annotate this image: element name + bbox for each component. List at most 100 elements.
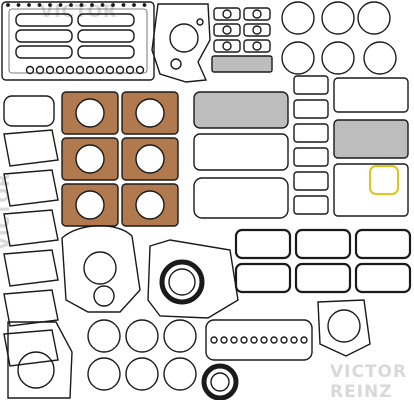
seal-ring: [85, 65, 95, 75]
valve-cover-gasket-group: [15, 13, 135, 59]
cover-plate-gasket: [193, 133, 289, 171]
flange-gasket: [293, 195, 329, 215]
bolt-hole: [27, 3, 31, 7]
rocker-cover-gasket: [3, 289, 59, 327]
seal-ring: [65, 65, 75, 75]
seal-ring: [35, 65, 45, 75]
bolt-hole: [37, 3, 42, 7]
large-o-ring: [357, 1, 391, 35]
cylinder-bore: [135, 190, 165, 220]
bolt-hole: [240, 336, 248, 344]
seal-ring: [45, 65, 55, 75]
large-o-ring: [321, 41, 355, 75]
bolt-hole: [250, 336, 258, 344]
valve-cover-seal: [354, 262, 412, 294]
liner-o-ring: [163, 357, 197, 391]
bolt-hole: [210, 336, 218, 344]
bolt-hole: [48, 3, 52, 7]
rocker-cover-gasket: [3, 129, 59, 167]
bolt-hole: [58, 3, 63, 7]
seal-ring: [95, 65, 105, 75]
bolt-hole: [16, 3, 21, 7]
manifold-port: [222, 41, 232, 51]
cylinder-head-gasket-group: [61, 91, 179, 227]
rear-cover-gasket: [7, 321, 73, 399]
oil-pan-bolt-holes: [6, 3, 147, 7]
cylinder-bore: [75, 98, 105, 128]
rocker-cover-gasket: [3, 209, 59, 247]
seal-ring: [115, 65, 125, 75]
valve-cover-seal-group: [234, 228, 412, 294]
liner-o-ring: [87, 357, 121, 391]
crankshaft-seal-inner: [210, 372, 230, 392]
bolt-hole: [132, 3, 136, 7]
bolt-hole: [6, 3, 10, 7]
manifold-gasket: [243, 23, 271, 37]
bolt-hole: [220, 336, 228, 344]
flywheel-housing-gasket: [147, 239, 239, 319]
bolt-hole: [142, 3, 147, 7]
liner-o-ring: [125, 319, 159, 353]
rocker-gasket: [15, 13, 73, 27]
seal-ring: [125, 65, 135, 75]
bolt-hole: [90, 3, 94, 7]
brand-watermark-bottom: VICTOR REINZ: [330, 362, 408, 402]
right-side-cover-gaskets: [333, 77, 409, 217]
cover-gasket: [333, 119, 409, 159]
valve-cover-seal: [294, 228, 352, 260]
oil-cooler-gasket: [205, 319, 313, 361]
manifold-gasket: [213, 39, 241, 53]
cylinder-liner-o-ring-group: [87, 319, 197, 391]
large-o-ring: [363, 41, 397, 75]
timing-cover-gasket: [151, 3, 211, 83]
bolt-hole: [300, 336, 308, 344]
rocker-cover-gasket: [3, 169, 59, 207]
oil-pan-gasket: [1, 1, 155, 81]
cover-plate-gasket: [193, 177, 289, 219]
flange-gasket: [293, 147, 329, 167]
manifold-port: [252, 25, 262, 35]
small-flange-gasket-column: [293, 75, 329, 215]
flange-gasket: [293, 123, 329, 143]
seal-ring: [135, 65, 145, 75]
valve-cover-seal: [234, 262, 292, 294]
seal-ring: [55, 65, 65, 75]
rocker-cover-gasket-stack: [3, 95, 59, 367]
rocker-cover-gasket: [3, 329, 59, 367]
valve-cover-seal: [294, 262, 352, 294]
small-seal-rings-row: [25, 65, 145, 75]
crankshaft-seal: [201, 363, 239, 400]
flange-gasket: [293, 75, 329, 95]
valve-cover-seal: [354, 228, 412, 260]
bolt-hole: [79, 3, 84, 7]
rocker-gasket: [77, 45, 135, 59]
flange-gasket: [293, 171, 329, 191]
cover-plate-gasket: [193, 91, 289, 129]
manifold-port: [252, 41, 262, 51]
bolt-hole: [290, 336, 298, 344]
liner-o-ring: [163, 319, 197, 353]
bolt-hole: [270, 336, 278, 344]
bolt-hole: [111, 3, 115, 7]
front-cover-gasket: [61, 225, 141, 313]
small-cover-gasket: [3, 95, 55, 127]
intake-gasket-strip: [211, 55, 273, 73]
large-o-ring-group: [281, 1, 397, 75]
cylinder-bore: [75, 144, 105, 174]
large-o-ring: [321, 1, 355, 35]
manifold-gasket: [243, 7, 271, 21]
bolt-hole: [121, 3, 126, 7]
rocker-cover-gasket: [3, 249, 59, 287]
oil-filter-housing-gasket: [317, 299, 371, 357]
bolt-hole: [280, 336, 288, 344]
bolt-hole: [230, 336, 238, 344]
manifold-gasket: [213, 23, 241, 37]
seal-ring: [25, 65, 35, 75]
brand-watermark-top: VICTOR: [40, 2, 118, 22]
seal-ring: [75, 65, 85, 75]
cover-plate-gasket-group: [193, 91, 289, 219]
manifold-port: [222, 25, 232, 35]
manifold-gasket: [213, 7, 241, 21]
valve-cover-seal: [234, 228, 292, 260]
cover-gasket: [333, 77, 409, 113]
